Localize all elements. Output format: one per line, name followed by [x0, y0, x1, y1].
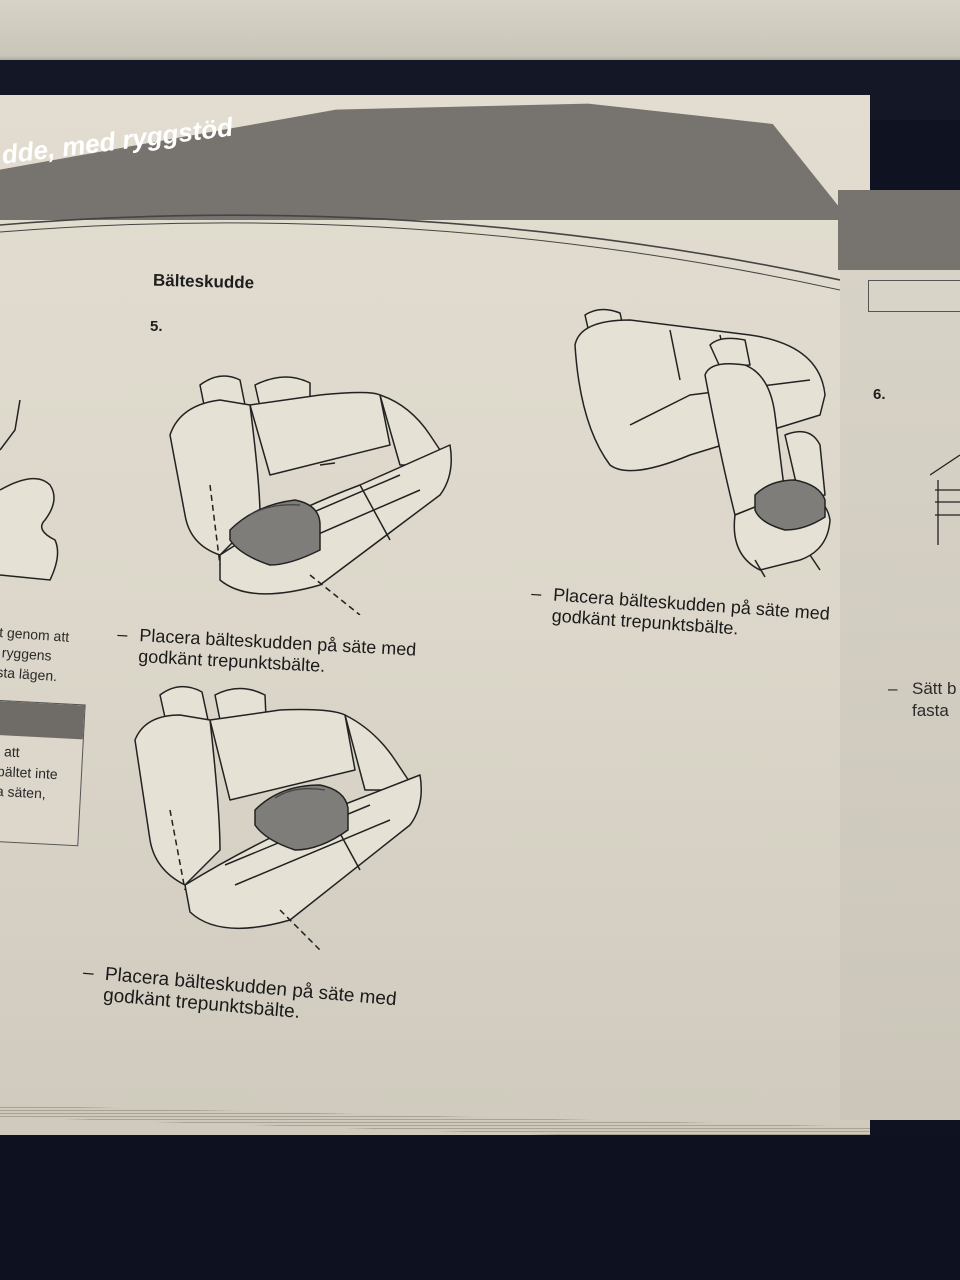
illustration-rear-seat-center	[134, 686, 422, 950]
next-page-header-band	[838, 190, 960, 270]
illustration-front-seat	[574, 308, 831, 578]
next-page-box	[868, 280, 960, 312]
caption-dash: –	[530, 583, 542, 604]
warning-box-header	[0, 700, 85, 740]
right-text-dash: –	[888, 679, 898, 698]
left-page-text: t genom att ryggens sta lägen.	[0, 622, 70, 687]
step-number-5: 5.	[150, 318, 163, 335]
section-title: Bälteskudde	[152, 270, 255, 293]
caption-dash: –	[116, 624, 129, 645]
warning-line-3: a säten,	[0, 782, 47, 802]
caption-dash: –	[82, 962, 95, 984]
background-bottom	[0, 1135, 960, 1280]
illustration-left-fragment	[0, 399, 59, 581]
right-text-line-2: fasta	[912, 701, 949, 720]
warning-box: att bältet inte a säten,	[0, 699, 86, 847]
right-text-line-1: Sätt b	[912, 679, 957, 698]
illustration-right-fragment	[930, 454, 960, 545]
illustration-rear-seat-outer	[169, 375, 452, 615]
manual-next-page	[840, 190, 960, 1120]
right-page-text: –Sätt b fasta	[888, 678, 956, 722]
step-number-6: 6.	[873, 386, 886, 403]
